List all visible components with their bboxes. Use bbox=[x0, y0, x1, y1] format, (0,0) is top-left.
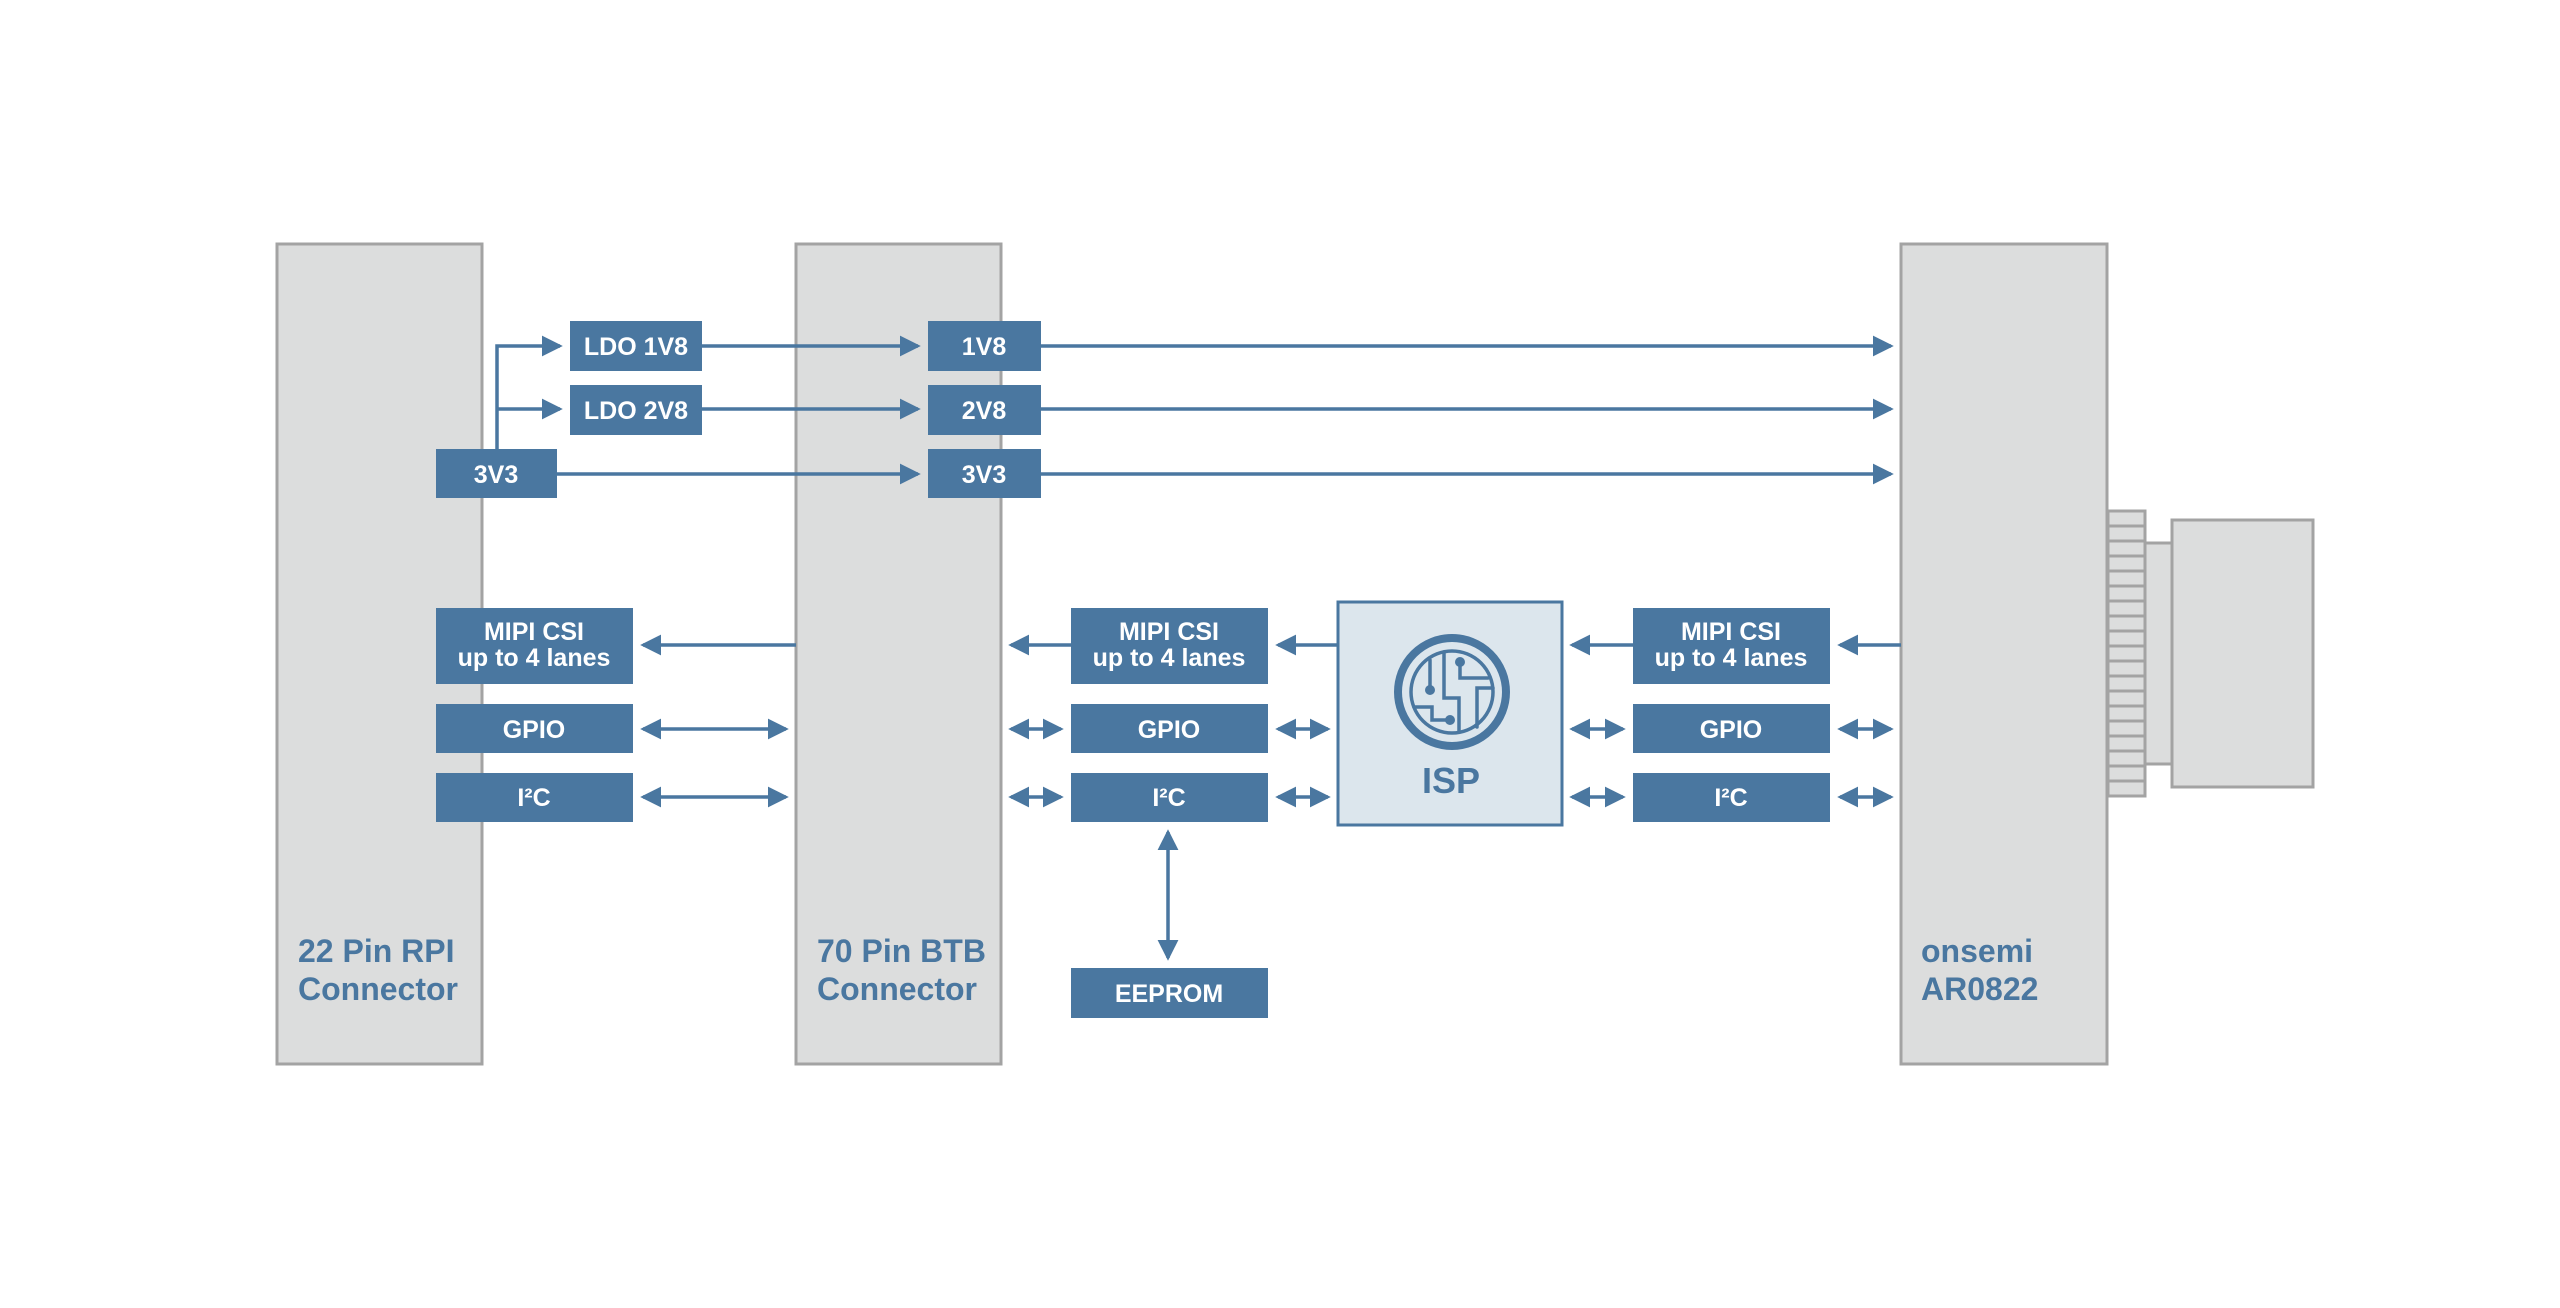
lens-rib bbox=[2106, 509, 2147, 528]
lens-rib bbox=[2106, 689, 2147, 708]
btb-connector-body bbox=[794, 242, 1003, 1066]
btb-connector-label-line2: Connector bbox=[817, 971, 977, 1007]
lens-rib bbox=[2106, 629, 2147, 648]
block-btb-1v8-label: 1V8 bbox=[962, 333, 1007, 361]
block-eeprom: EEPROM bbox=[1071, 968, 1268, 1018]
block-ldo-1v8-label: LDO 1V8 bbox=[584, 333, 688, 361]
block-ldo-2v8-label: LDO 2V8 bbox=[584, 397, 688, 425]
lens-rib bbox=[2106, 614, 2147, 633]
block-btb-gpio-label: GPIO bbox=[1138, 716, 1201, 744]
block-3v3-source-label: 3V3 bbox=[474, 461, 518, 489]
block-btb-mipi-csi: MIPI CSI up to 4 lanes bbox=[1071, 608, 1268, 684]
block-rpi-i2c-label: I²C bbox=[517, 784, 550, 812]
block-sensor-mipi-line1: MIPI CSI bbox=[1681, 618, 1781, 646]
isp-label: ISP bbox=[1422, 760, 1480, 801]
lens-rib bbox=[2106, 704, 2147, 723]
block-rpi-mipi-line2: up to 4 lanes bbox=[458, 644, 611, 672]
lens-rib bbox=[2106, 779, 2147, 798]
rpi-connector-label-line1: 22 Pin RPI bbox=[298, 933, 455, 969]
sensor-module: onsemi AR0822 bbox=[1899, 242, 2109, 1066]
lens-ribbed-barrel bbox=[2106, 509, 2147, 798]
sensor-label-line1: onsemi bbox=[1921, 933, 2033, 969]
block-btb-2v8: 2V8 bbox=[928, 385, 1041, 435]
block-btb-3v3-label: 3V3 bbox=[962, 461, 1006, 489]
lens-rib bbox=[2106, 539, 2147, 558]
block-btb-mipi-line1: MIPI CSI bbox=[1119, 618, 1219, 646]
lens-rib bbox=[2106, 599, 2147, 618]
circuit-chip-icon bbox=[1394, 634, 1510, 750]
block-ldo-1v8: LDO 1V8 bbox=[570, 321, 702, 371]
block-sensor-mipi-line2: up to 4 lanes bbox=[1655, 644, 1808, 672]
lens-rib bbox=[2106, 749, 2147, 768]
lens-rib bbox=[2106, 734, 2147, 753]
wire-3v3-to-ldo1v8 bbox=[495, 335, 563, 449]
btb-connector-label-line1: 70 Pin BTB bbox=[817, 933, 986, 969]
block-btb-mipi-line2: up to 4 lanes bbox=[1093, 644, 1246, 672]
sensor-body bbox=[1899, 242, 2109, 1066]
block-sensor-i2c: I²C bbox=[1633, 773, 1830, 822]
btb-connector: 70 Pin BTB Connector bbox=[794, 242, 1003, 1066]
lens-rib bbox=[2106, 719, 2147, 738]
block-rpi-gpio-label: GPIO bbox=[503, 716, 566, 744]
lens-rib bbox=[2106, 659, 2147, 678]
block-rpi-mipi-line1: MIPI CSI bbox=[484, 618, 584, 646]
block-sensor-gpio-label: GPIO bbox=[1700, 716, 1763, 744]
lens-body bbox=[2170, 518, 2315, 789]
block-btb-i2c: I²C bbox=[1071, 773, 1268, 822]
rpi-connector-label-line2: Connector bbox=[298, 971, 458, 1007]
block-btb-2v8-label: 2V8 bbox=[962, 397, 1007, 425]
lens-rib bbox=[2106, 644, 2147, 663]
block-sensor-mipi-csi: MIPI CSI up to 4 lanes bbox=[1633, 608, 1830, 684]
lens-rib bbox=[2106, 524, 2147, 543]
block-3v3-source: 3V3 bbox=[436, 449, 557, 498]
block-sensor-i2c-label: I²C bbox=[1714, 784, 1747, 812]
block-btb-3v3: 3V3 bbox=[928, 449, 1041, 498]
lens-rib bbox=[2106, 674, 2147, 693]
block-btb-1v8: 1V8 bbox=[928, 321, 1041, 371]
block-rpi-i2c: I²C bbox=[436, 773, 633, 822]
block-eeprom-label: EEPROM bbox=[1115, 980, 1223, 1008]
lens-rib bbox=[2106, 584, 2147, 603]
block-btb-i2c-label: I²C bbox=[1152, 784, 1185, 812]
isp-block: ISP bbox=[1336, 600, 1564, 827]
lens-rib bbox=[2106, 569, 2147, 588]
lens-assembly bbox=[2106, 509, 2315, 798]
lens-neck bbox=[2143, 541, 2174, 766]
block-ldo-2v8: LDO 2V8 bbox=[570, 385, 702, 435]
lens-rib bbox=[2106, 764, 2147, 783]
sensor-label-line2: AR0822 bbox=[1921, 971, 2038, 1007]
signal-wires bbox=[640, 634, 1901, 961]
block-rpi-mipi-csi: MIPI CSI up to 4 lanes bbox=[436, 608, 633, 684]
block-btb-gpio: GPIO bbox=[1071, 704, 1268, 753]
lens-rib bbox=[2106, 554, 2147, 573]
power-wires bbox=[495, 335, 1894, 485]
block-sensor-gpio: GPIO bbox=[1633, 704, 1830, 753]
block-rpi-gpio: GPIO bbox=[436, 704, 633, 753]
